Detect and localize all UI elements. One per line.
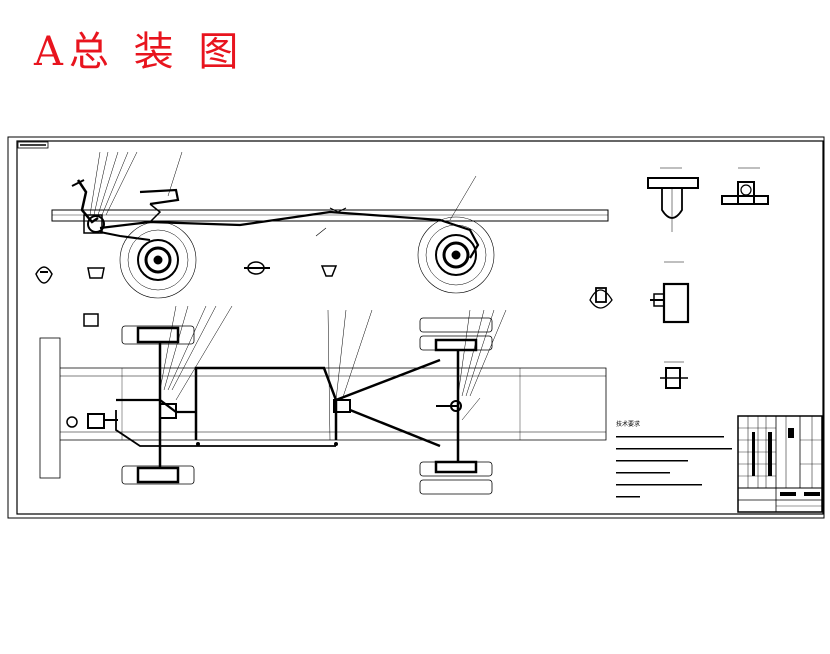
rear-wheel-side bbox=[417, 216, 495, 294]
side-elevation-view bbox=[51, 151, 609, 299]
outer-frame bbox=[7, 136, 825, 519]
page-title: A总 装 图 bbox=[34, 29, 245, 75]
front-wheel-side bbox=[119, 221, 197, 299]
plan-view bbox=[39, 305, 607, 495]
detail-parts-left bbox=[35, 261, 338, 327]
notes-heading: 技术要求 bbox=[616, 420, 640, 428]
technical-notes: 技术要求 bbox=[616, 420, 732, 498]
detail-views-right bbox=[589, 167, 769, 389]
inner-frame bbox=[16, 140, 824, 515]
drawing-number-box bbox=[17, 141, 49, 149]
title-block bbox=[737, 415, 823, 513]
